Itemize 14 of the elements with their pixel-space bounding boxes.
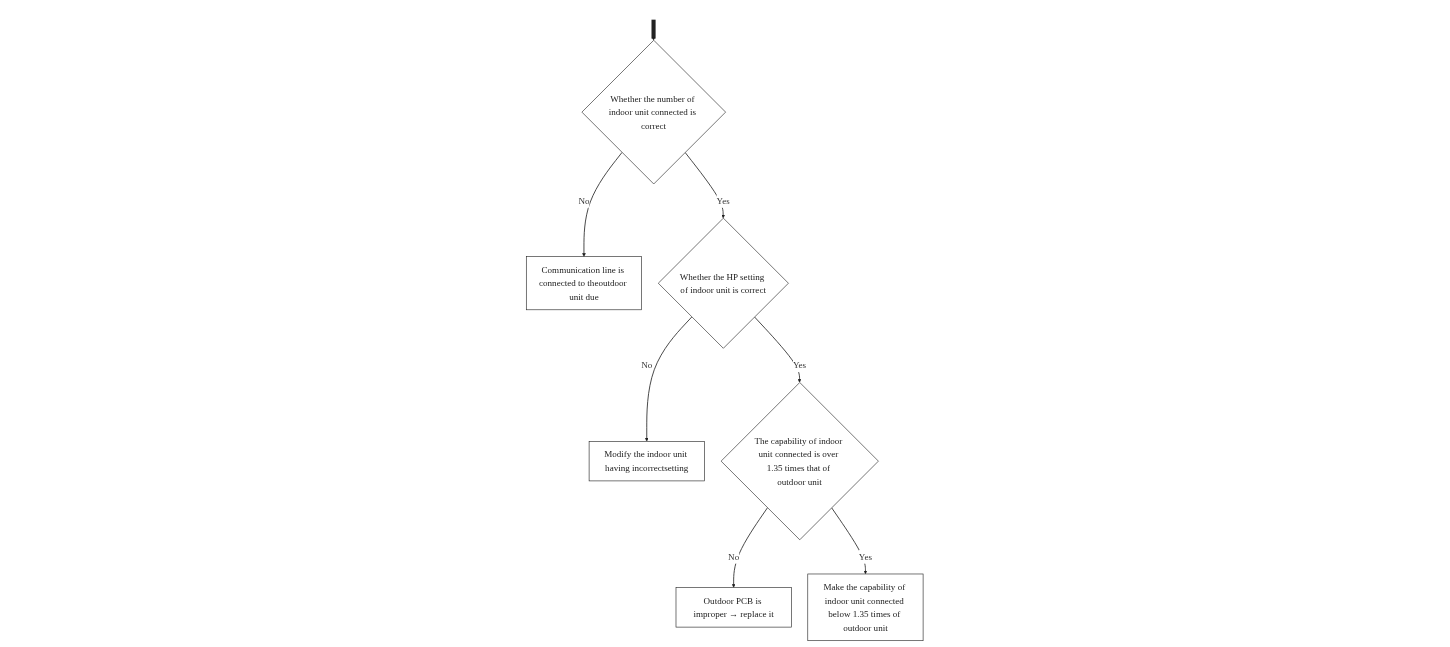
node-box: Modify the indoor unit having incorrectsetting — [589, 440, 705, 481]
edge-label: No — [641, 359, 653, 371]
edge-label: Yes — [716, 195, 731, 206]
edge-label: Yes — [859, 551, 873, 562]
node-box: Communication line is connected to theoutdoor unit due — [526, 255, 643, 310]
node-diamond: The capability of indoor unit connected is over 1.35 times that of outdoor unit — [721, 381, 879, 540]
node-box: Make the capability of indoor unit connected below 1.35 times of outdoor unit — [807, 573, 924, 641]
node-diamond: Whether the number of indoor unit connected is correct — [581, 39, 727, 184]
edge-label: Yes — [793, 359, 807, 371]
arrow — [651, 18, 656, 40]
node-diamond: Whether the HP setting of indoor unit is correct — [658, 217, 790, 349]
edge-label: No — [728, 551, 740, 562]
node-box: Outdoor PCB is improper → replace it — [676, 586, 792, 627]
edge-label: No — [578, 195, 590, 206]
